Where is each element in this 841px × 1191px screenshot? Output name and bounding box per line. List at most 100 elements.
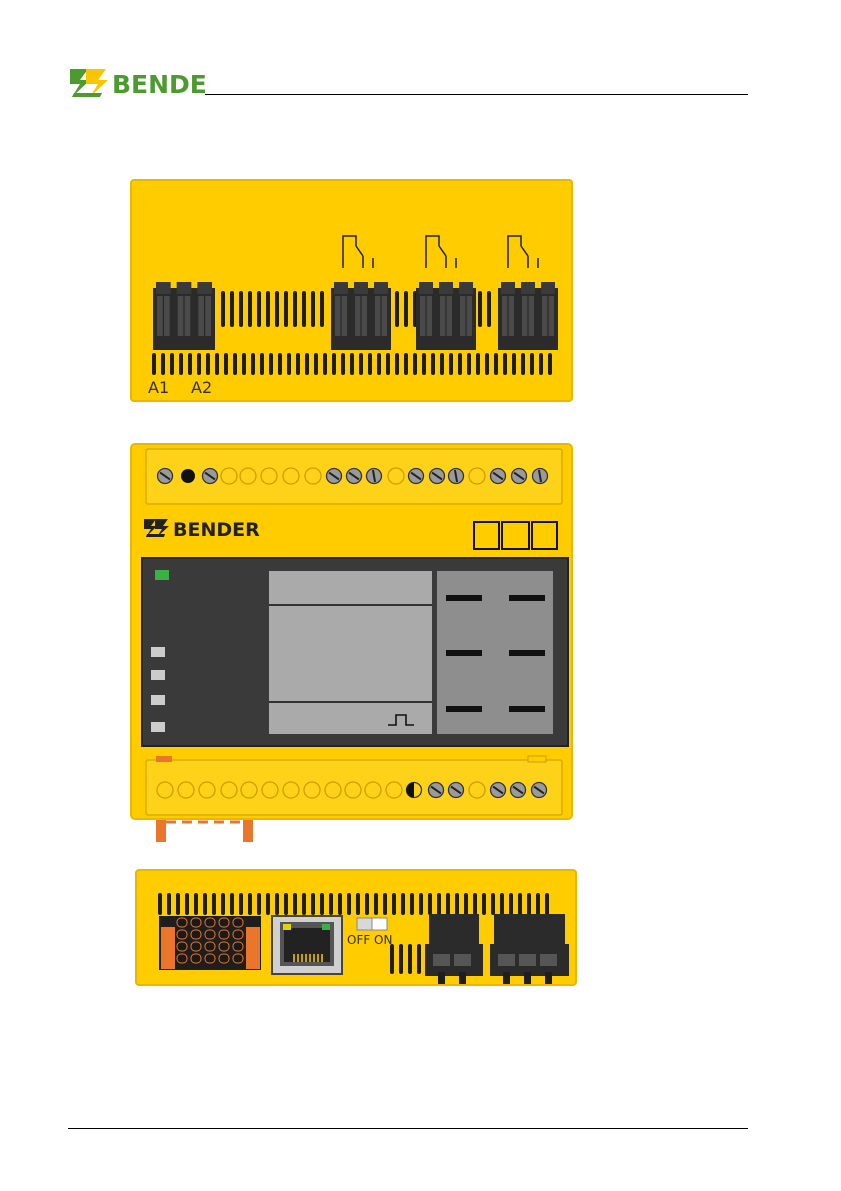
vent-slot (419, 893, 423, 915)
screw-hole (388, 468, 404, 484)
push-in-cell (219, 954, 229, 963)
rj45-pin (313, 954, 315, 962)
bottom-terminal-slot (498, 954, 515, 966)
vent-slot (212, 893, 216, 915)
screw-hole (221, 468, 237, 484)
dip-switch-icon[interactable] (357, 918, 387, 930)
vent-slot (248, 291, 252, 327)
screw-hole (199, 782, 215, 798)
vent-slot (311, 893, 315, 915)
screw-hole (240, 468, 256, 484)
screw-black (181, 469, 195, 483)
key-3[interactable] (446, 650, 482, 656)
right-latch (528, 756, 546, 762)
vent-slot (464, 893, 468, 915)
vent-slot (275, 291, 279, 327)
rj45-port-icon[interactable] (272, 916, 342, 974)
vent-slot (266, 893, 270, 915)
vent-slot (158, 893, 162, 915)
rj45-pin (301, 954, 303, 962)
screw-hole (305, 468, 321, 484)
rj45-pin (309, 954, 311, 962)
vent-slot (284, 291, 288, 327)
vent-slot (446, 893, 450, 915)
vent-slot (305, 353, 309, 375)
vent-slot (440, 353, 444, 375)
screw-hole (157, 782, 173, 798)
vent-slot (185, 893, 189, 915)
screw-hole (241, 782, 257, 798)
vent-slot (527, 893, 531, 915)
rj45-pin (305, 954, 307, 962)
bottom-view: OFF ON (136, 870, 576, 985)
terminal-cap (156, 282, 171, 294)
vent-slot (365, 893, 369, 915)
push-in-cell (233, 918, 243, 927)
screw-hole (469, 782, 485, 798)
vent-slot (482, 893, 486, 915)
bottom-terminal-pin (438, 972, 445, 984)
rj45-led-yellow (283, 924, 291, 930)
bottom-terminal-slot (519, 954, 536, 966)
power-led (155, 570, 169, 580)
orange-latch (156, 756, 172, 762)
screw-hole (221, 782, 237, 798)
push-in-cell (205, 942, 215, 951)
vent-slot (341, 353, 345, 375)
push-in-cell (219, 942, 229, 951)
vent-slot (197, 353, 201, 375)
vent-slot (408, 944, 412, 974)
bottom-terminal-pin (524, 972, 531, 984)
vent-slot (233, 353, 237, 375)
vent-slot (386, 353, 390, 375)
din-clip-left (156, 820, 166, 842)
bottom-terminal-slot (433, 954, 450, 966)
vent-slot (368, 353, 372, 375)
push-in-cell (191, 918, 201, 927)
vent-slot (347, 893, 351, 915)
vent-slot (314, 353, 318, 375)
switch-label-off: OFF (347, 933, 370, 947)
vent-slot (269, 353, 273, 375)
rj45-pin (293, 954, 295, 962)
push-in-cell (191, 942, 201, 951)
screw-hole (178, 782, 194, 798)
vent-slot (167, 893, 171, 915)
terminal-cap (541, 282, 555, 294)
vent-slot (302, 893, 306, 915)
key-1[interactable] (446, 595, 482, 601)
vent-slot (404, 291, 408, 327)
vent-slot (320, 893, 324, 915)
vent-slot (410, 893, 414, 915)
vent-slot (203, 893, 207, 915)
vent-slot (539, 353, 543, 375)
vent-slot (449, 353, 453, 375)
vent-slot (161, 353, 165, 375)
key-2[interactable] (509, 595, 545, 601)
vent-slot (179, 353, 183, 375)
vent-slot (500, 893, 504, 915)
vent-slot (293, 893, 297, 915)
terminal-cap (439, 282, 453, 294)
push-in-cell (177, 942, 187, 951)
push-in-cell (177, 954, 187, 963)
vent-slot (395, 353, 399, 375)
vent-slot (473, 893, 477, 915)
key-4[interactable] (509, 650, 545, 656)
vent-slot (383, 893, 387, 915)
vent-slot (512, 353, 516, 375)
push-in-cell (177, 918, 187, 927)
screw-hole (261, 468, 277, 484)
lcd-display (269, 571, 432, 734)
key-6[interactable] (509, 706, 545, 712)
vent-slot (437, 893, 441, 915)
vent-slot (230, 893, 234, 915)
key-5[interactable] (446, 706, 482, 712)
status-led-2 (151, 670, 165, 680)
vent-slot (417, 944, 421, 974)
status-led-3 (151, 695, 165, 705)
push-in-cell (219, 930, 229, 939)
screw-hole (325, 782, 341, 798)
vent-slot (296, 353, 300, 375)
